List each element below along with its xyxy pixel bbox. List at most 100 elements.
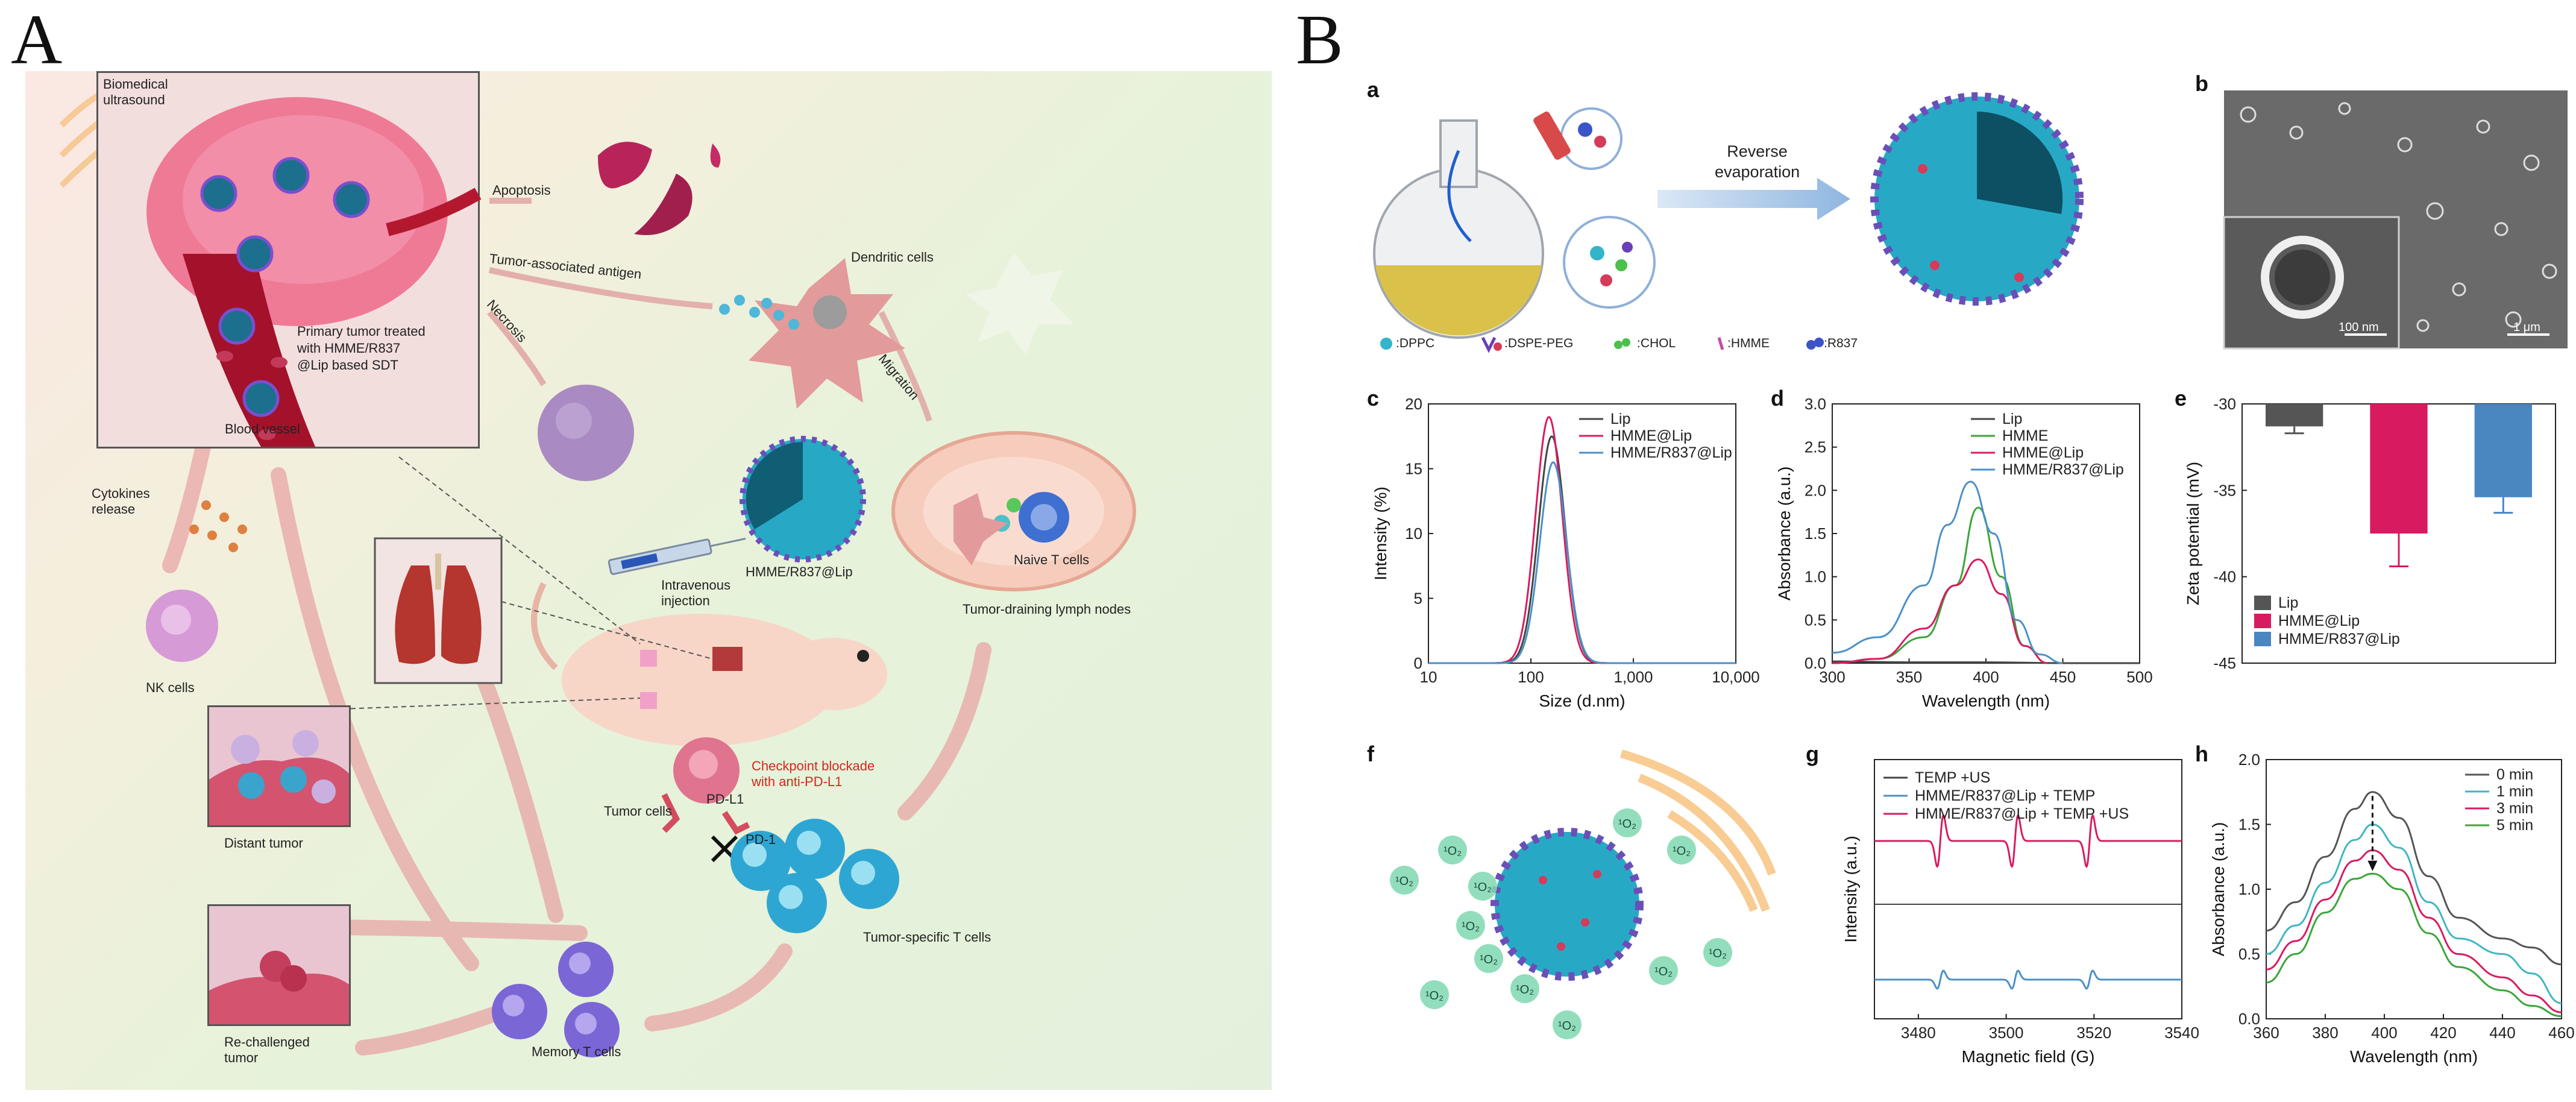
x-tick-label: 10,000 (1712, 668, 1760, 686)
rechallenged-tumor-art (209, 951, 349, 1024)
dendritic-cells-label: Dendritic cells (851, 250, 934, 265)
series-line-0 min (2266, 791, 2562, 966)
x-tick-label: 380 (2312, 1024, 2338, 1042)
bar-Lip (2266, 404, 2323, 427)
blood-vessel-label: Blood vessel (225, 421, 300, 436)
y-axis-label: Absorbance (a.u.) (1775, 467, 1794, 601)
o2-bubble (1510, 974, 1539, 1003)
panel-a-schematic: Biomedical ultrasound Primary tumor trea… (25, 71, 1272, 1090)
lungs (395, 553, 482, 664)
x-tick-label: 100 (1518, 668, 1544, 686)
legend-label: Lip (1610, 411, 1630, 427)
x-tick-label: 400 (1973, 668, 1999, 686)
series-line-HMME (1832, 506, 2048, 664)
pd-1-label: PD-1 (746, 832, 776, 847)
y-tick-label: -35 (2213, 481, 2236, 499)
legend-label: HMME/R837@Lip + TEMP +US (1915, 805, 2129, 822)
sub-label-h: h (2195, 741, 2208, 766)
zoom-circles (1560, 107, 1656, 309)
x-tick-label: 400 (2371, 1024, 2397, 1042)
x-axis-label: Magnetic field (G) (1962, 1047, 2095, 1066)
sub-label-e: e (2175, 386, 2187, 411)
y-tick-label: -40 (2213, 568, 2236, 586)
y-tick-label: 10 (1405, 524, 1422, 543)
series-line-HMME@Lip (1832, 558, 2048, 664)
panel-letter-a: A (11, 0, 63, 79)
apoptosis-label: Apoptosis (492, 183, 551, 198)
arrow-up-left (271, 467, 479, 971)
legend-label: HMME@Lip (1610, 427, 1692, 444)
o2-bubble (1390, 866, 1419, 895)
x-tick-label: 10 (1420, 668, 1437, 686)
y-tick-label: 5 (1414, 590, 1422, 608)
legend-label: HMME/R837@Lip (1610, 444, 1732, 461)
nk-cells-label: NK cells (146, 680, 195, 695)
o2-bubble (1474, 944, 1503, 973)
distant-tumor-art (209, 730, 349, 825)
liposome-3d (1870, 92, 2084, 306)
sub-label-a: a (1367, 77, 1380, 102)
o2-bubble (1703, 938, 1732, 967)
reverse-evaporation-arrow (1657, 178, 1850, 220)
tem-image: 100 nm 1 μm (2223, 90, 2568, 350)
y-tick-label: 0.0 (2238, 1010, 2260, 1028)
o2-bubble (1613, 808, 1642, 837)
memory-t-cells (492, 942, 620, 1057)
lymph-node (891, 431, 1136, 591)
o2-label: ¹O₂ (1425, 989, 1444, 1003)
checkpoint-label: Checkpoint blockade with anti-PD-L1 (752, 758, 875, 789)
x-axis-label: Wavelength (nm) (1922, 691, 2050, 710)
primary-tumor-label: Primary tumor treated with HMME/R837 @Li… (297, 324, 426, 373)
series-line-HMME/R837@Lip (1428, 461, 1736, 664)
y-tick-label: 2.0 (2238, 751, 2260, 769)
x-tick-label: 300 (1819, 668, 1845, 686)
y-tick-label: 1.0 (2238, 880, 2260, 898)
arrow-to-nk (162, 425, 214, 573)
rechallenged-tumor-inset (207, 904, 351, 1026)
y-tick-label: -30 (2213, 395, 2236, 413)
mouse-body (531, 582, 887, 746)
liposome-illustration (740, 436, 866, 562)
sub-label-c: c (1367, 386, 1380, 411)
x-tick-label: 350 (1896, 668, 1922, 686)
x-axis-label: Size (d.nm) (1539, 691, 1625, 710)
arrow-tcells-to-memory (644, 943, 793, 1031)
arrow-lymph-to-tcells (897, 642, 991, 820)
round-flask (1373, 119, 1544, 339)
o2-bubble (1553, 1010, 1582, 1039)
distant-tumor-inset (207, 705, 351, 827)
reverse-evaporation-label: Reverse evaporation (1715, 142, 1800, 181)
legend-label: 1 min (2496, 783, 2533, 800)
legend-r837: :R837 (1824, 336, 1858, 350)
x-tick-label: 440 (2489, 1024, 2515, 1042)
arrow-memory-to-rechallenge (355, 1004, 509, 1056)
y-tick-label: 0.5 (2238, 945, 2260, 963)
y-tick-label: -45 (2213, 654, 2236, 672)
cytokines-label: Cytokines release (92, 486, 150, 517)
primary-tumor-inset: Biomedical ultrasound Primary tumor trea… (96, 71, 482, 449)
sub-label-g: g (1806, 741, 1819, 766)
o2-bubble (1456, 911, 1485, 940)
x-tick-label: 3540 (2164, 1024, 2199, 1042)
legend-label: Lip (2278, 594, 2298, 611)
series-line-5 min (2266, 872, 2562, 1018)
tumor-specific-t-cells (730, 819, 899, 933)
subpanel-a-illustration (1373, 92, 2084, 353)
a-legend-icons (1380, 336, 1824, 353)
x-tick-label: 360 (2253, 1024, 2279, 1042)
o2-label: ¹O₂ (1444, 845, 1462, 858)
legend-label: 5 min (2496, 817, 2533, 834)
y-tick-label: 1.5 (1805, 524, 1826, 543)
plot-frame (1874, 759, 2182, 1019)
iv-injection-label: Intravenous injection (661, 578, 730, 608)
o2-bubble (1667, 836, 1696, 864)
x-tick-label: 3480 (1901, 1024, 1936, 1042)
hmme-lip-label: HMME/R837@Lip (746, 564, 853, 579)
pd-l1-receptors (661, 793, 750, 835)
bar-HMME/R837@Lip (2474, 404, 2532, 497)
